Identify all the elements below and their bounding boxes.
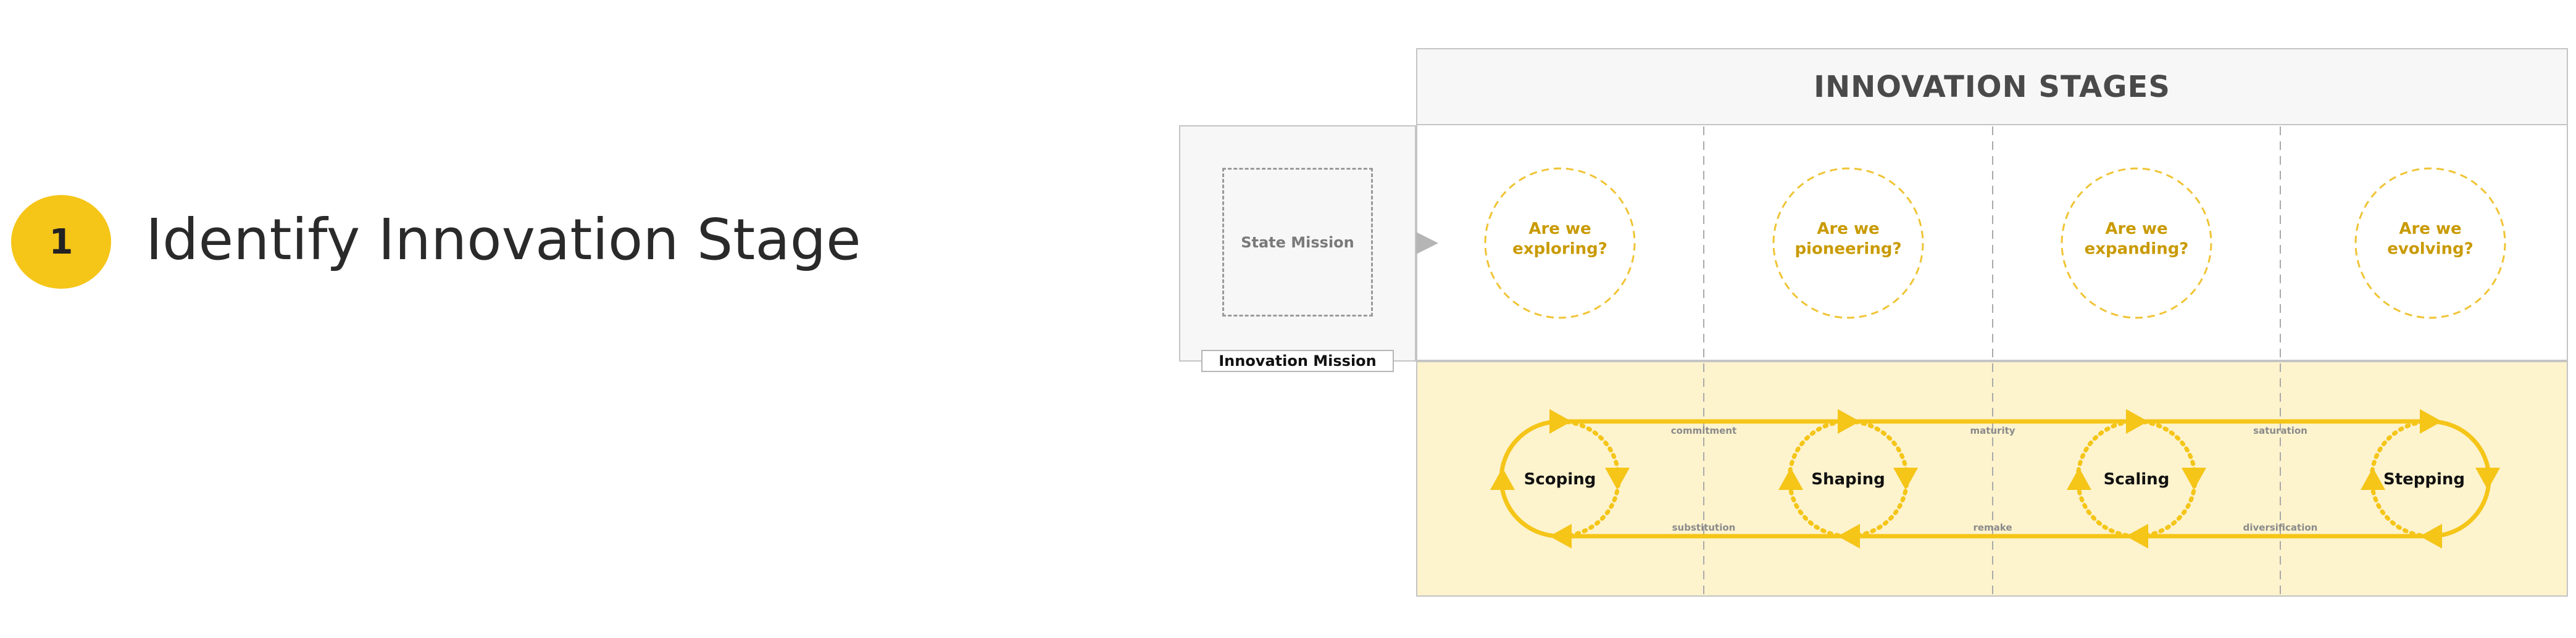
state-mission-box: State Mission [1222, 168, 1373, 317]
innovation-stages-header: INNOVATION STAGES [1416, 48, 2568, 125]
stage-label-stepping: Stepping [2383, 470, 2465, 489]
backward-arrowheads [1549, 524, 2442, 549]
transition-substitution: substitution [1672, 522, 1736, 533]
stage-label-shaping: Shaping [1811, 470, 1885, 489]
transition-maturity: maturity [1970, 425, 2015, 436]
forward-arrowheads [1549, 409, 2442, 434]
transition-remake: remake [1973, 522, 2012, 533]
text-line: Are we [1528, 220, 1591, 238]
stage-label-scoping: Scoping [1524, 470, 1596, 489]
text-line: exploring? [1512, 239, 1607, 258]
text-line: Are we [2105, 220, 2167, 238]
stage-label-scaling: Scaling [2104, 470, 2170, 489]
step-number: 1 [49, 222, 73, 262]
flow-lines [1499, 419, 2491, 539]
question-circle-exploring [1484, 167, 1636, 319]
stage-dotted-loops [1557, 419, 2433, 539]
text-line: evolving? [2387, 239, 2473, 258]
question-circle-evolving [2354, 167, 2506, 319]
transition-commitment: commitment [1671, 425, 1736, 436]
question-circle-pioneering [1772, 167, 1924, 319]
text-line: Are we [1817, 220, 1879, 238]
question-circle-expanding [2061, 167, 2212, 319]
column-dividers [1703, 126, 2281, 595]
transition-saturation: saturation [2253, 425, 2307, 436]
step-title: Identify Innovation Stage [146, 207, 861, 273]
text-line: expanding? [2085, 239, 2189, 258]
loop-arrowheads [1490, 468, 2500, 490]
question-circles [1484, 167, 2506, 319]
transition-diversification: diversification [2243, 522, 2318, 533]
mission-pointer-arrow [1416, 232, 1438, 254]
mission-panel [1179, 125, 1416, 362]
innovation-mission-label: Innovation Mission [1201, 350, 1394, 372]
text-line: pioneering? [1794, 239, 1901, 258]
step-number-badge: 1 [11, 195, 111, 289]
text-line: Are we [2399, 220, 2461, 238]
